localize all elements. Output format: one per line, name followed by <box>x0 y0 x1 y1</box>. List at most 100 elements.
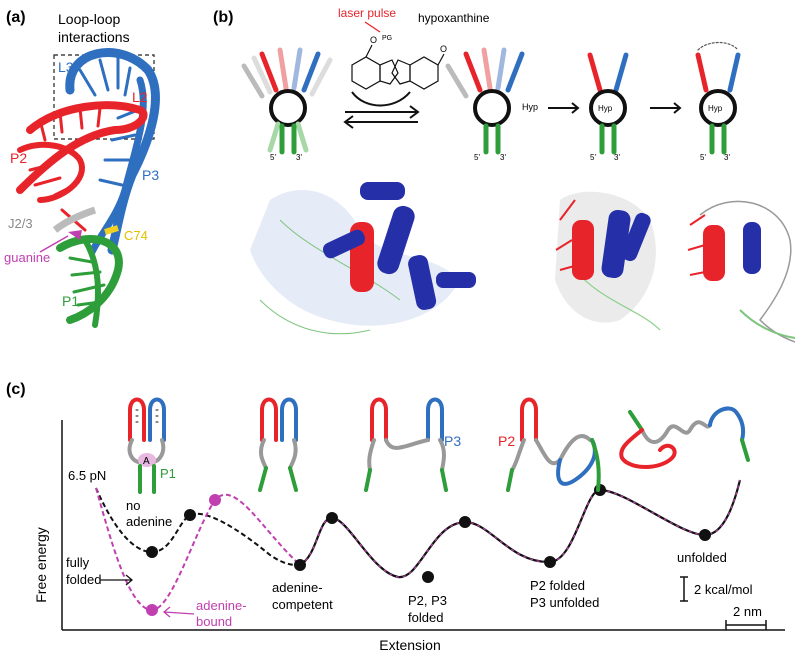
state-unfolded <box>699 529 711 541</box>
c3-five: 5' <box>590 153 596 162</box>
p1-helix <box>56 235 123 328</box>
j23-strand <box>52 206 97 233</box>
cartoon-p3: P3 <box>444 433 461 449</box>
c2-hyp: Hyp <box>522 102 538 112</box>
state-adenine-bound <box>146 604 158 616</box>
fully-folded-arrow <box>100 574 134 586</box>
hypoxanthine-label: hypoxanthine <box>418 11 490 25</box>
panel-c-label: (c) <box>6 381 26 398</box>
riboswitch-cartoon-2 <box>445 47 525 155</box>
c3-three: 3' <box>614 153 620 162</box>
caged-pg: PG <box>382 35 392 42</box>
panel-b: (b) laser pulse hypoxanthine O PG O <box>213 6 796 343</box>
fully-folded-1: fully <box>66 555 90 570</box>
energy-scale-bar <box>680 576 688 602</box>
caged-o: O <box>370 35 377 45</box>
p2f-2: P3 unfolded <box>530 595 599 610</box>
hyp-o: O <box>440 44 447 54</box>
adenine-bound-1: adenine- <box>196 598 247 613</box>
adenine-bound-arrow <box>162 606 195 618</box>
state-barrier-3 <box>459 516 471 528</box>
p2p3-1: P2, P3 <box>408 593 447 608</box>
cartoon-p2p3 <box>364 397 448 492</box>
laser-arrow <box>364 21 381 33</box>
adenine-bound-2: bound <box>196 614 232 629</box>
step-arrow-2 <box>650 102 682 114</box>
c4-hyp: Hyp <box>708 104 723 113</box>
p3-helix <box>65 48 160 256</box>
panel-a-label: (a) <box>6 9 26 26</box>
panel-c: (c) Free energy Extension 6.5 pN no ade <box>6 381 785 653</box>
c2-five: 5' <box>474 153 480 162</box>
reverse-arrow <box>343 115 418 129</box>
cartoon-a: A <box>143 456 150 467</box>
label-l2: L2 <box>132 89 148 105</box>
length-scale-label: 2 nm <box>733 604 762 619</box>
state-barrier-1 <box>184 509 196 521</box>
riboswitch-cartoon-3 <box>587 52 629 155</box>
laser-pulse-label: laser pulse <box>338 6 396 20</box>
loop-loop-title-1: Loop-loop <box>58 11 120 27</box>
state-p2p3-folded <box>422 571 434 583</box>
panel-a: (a) Loop-loop interactions L3 <box>4 9 160 328</box>
c2-three: 3' <box>500 153 506 162</box>
riboswitch-cartoon-1 <box>241 47 333 155</box>
hypoxanthine-molecule <box>391 53 445 90</box>
ensemble-unbound <box>250 182 476 335</box>
main-curve-overlay <box>299 479 741 578</box>
panel-b-label: (b) <box>213 9 233 26</box>
riboswitch-cartoon-4 <box>695 41 741 155</box>
force-label: 6.5 pN <box>68 468 106 483</box>
label-j23: J2/3 <box>8 216 33 231</box>
state-no-adenine-min <box>146 546 158 558</box>
label-c74: C74 <box>124 228 148 243</box>
no-adenine-1: no <box>126 498 140 513</box>
x-axis-label: Extension <box>379 637 440 653</box>
guanine-arrow <box>39 235 69 253</box>
label-p3: P3 <box>142 167 159 183</box>
p2f-1: P2 folded <box>530 578 585 593</box>
cartoon-unfolded <box>619 406 750 469</box>
cartoon-p2: P2 <box>498 433 515 449</box>
state-barrier-magenta <box>209 494 221 506</box>
unfolded-label: unfolded <box>677 550 727 565</box>
state-p2-folded <box>544 556 556 568</box>
c3-hyp: Hyp <box>598 104 613 113</box>
main-curve <box>299 479 742 579</box>
ensemble-folded <box>687 200 796 343</box>
fully-folded-2: folded <box>66 572 101 587</box>
c1-three: 3' <box>296 153 302 162</box>
no-adenine-2: adenine <box>126 514 172 529</box>
no-adenine-curve <box>95 487 301 566</box>
loop-loop-title-2: interactions <box>58 29 130 45</box>
p2p3-2: folded <box>408 610 443 625</box>
label-p1: P1 <box>62 293 79 309</box>
energy-scale-label: 2 kcal/mol <box>694 582 753 597</box>
label-l3: L3 <box>58 59 74 75</box>
curved-arrow <box>351 91 411 107</box>
c74-base <box>104 225 119 235</box>
adenine-competent-1: adenine- <box>272 580 323 595</box>
step-arrow-1 <box>548 102 580 114</box>
adenine-competent-2: competent <box>272 597 333 612</box>
length-scale-bar <box>725 620 767 630</box>
cartoon-folded <box>127 397 166 494</box>
cartoon-competent <box>258 397 298 492</box>
cartoon-p1: P1 <box>160 466 176 481</box>
guanine-ligand <box>68 230 82 240</box>
caged-molecule <box>351 44 399 90</box>
ensemble-partial <box>555 191 661 331</box>
label-p2: P2 <box>10 150 27 166</box>
p2-helix <box>16 101 148 232</box>
c4-five: 5' <box>700 153 706 162</box>
y-axis-label: Free energy <box>33 527 49 602</box>
c1-five: 5' <box>270 153 276 162</box>
adenine-curve <box>95 487 301 612</box>
cartoon-p2-only <box>506 397 601 492</box>
forward-arrow <box>345 105 420 119</box>
state-barrier-2 <box>326 512 338 524</box>
label-guanine: guanine <box>4 250 50 265</box>
c4-three: 3' <box>724 153 730 162</box>
state-adenine-competent <box>294 559 306 571</box>
